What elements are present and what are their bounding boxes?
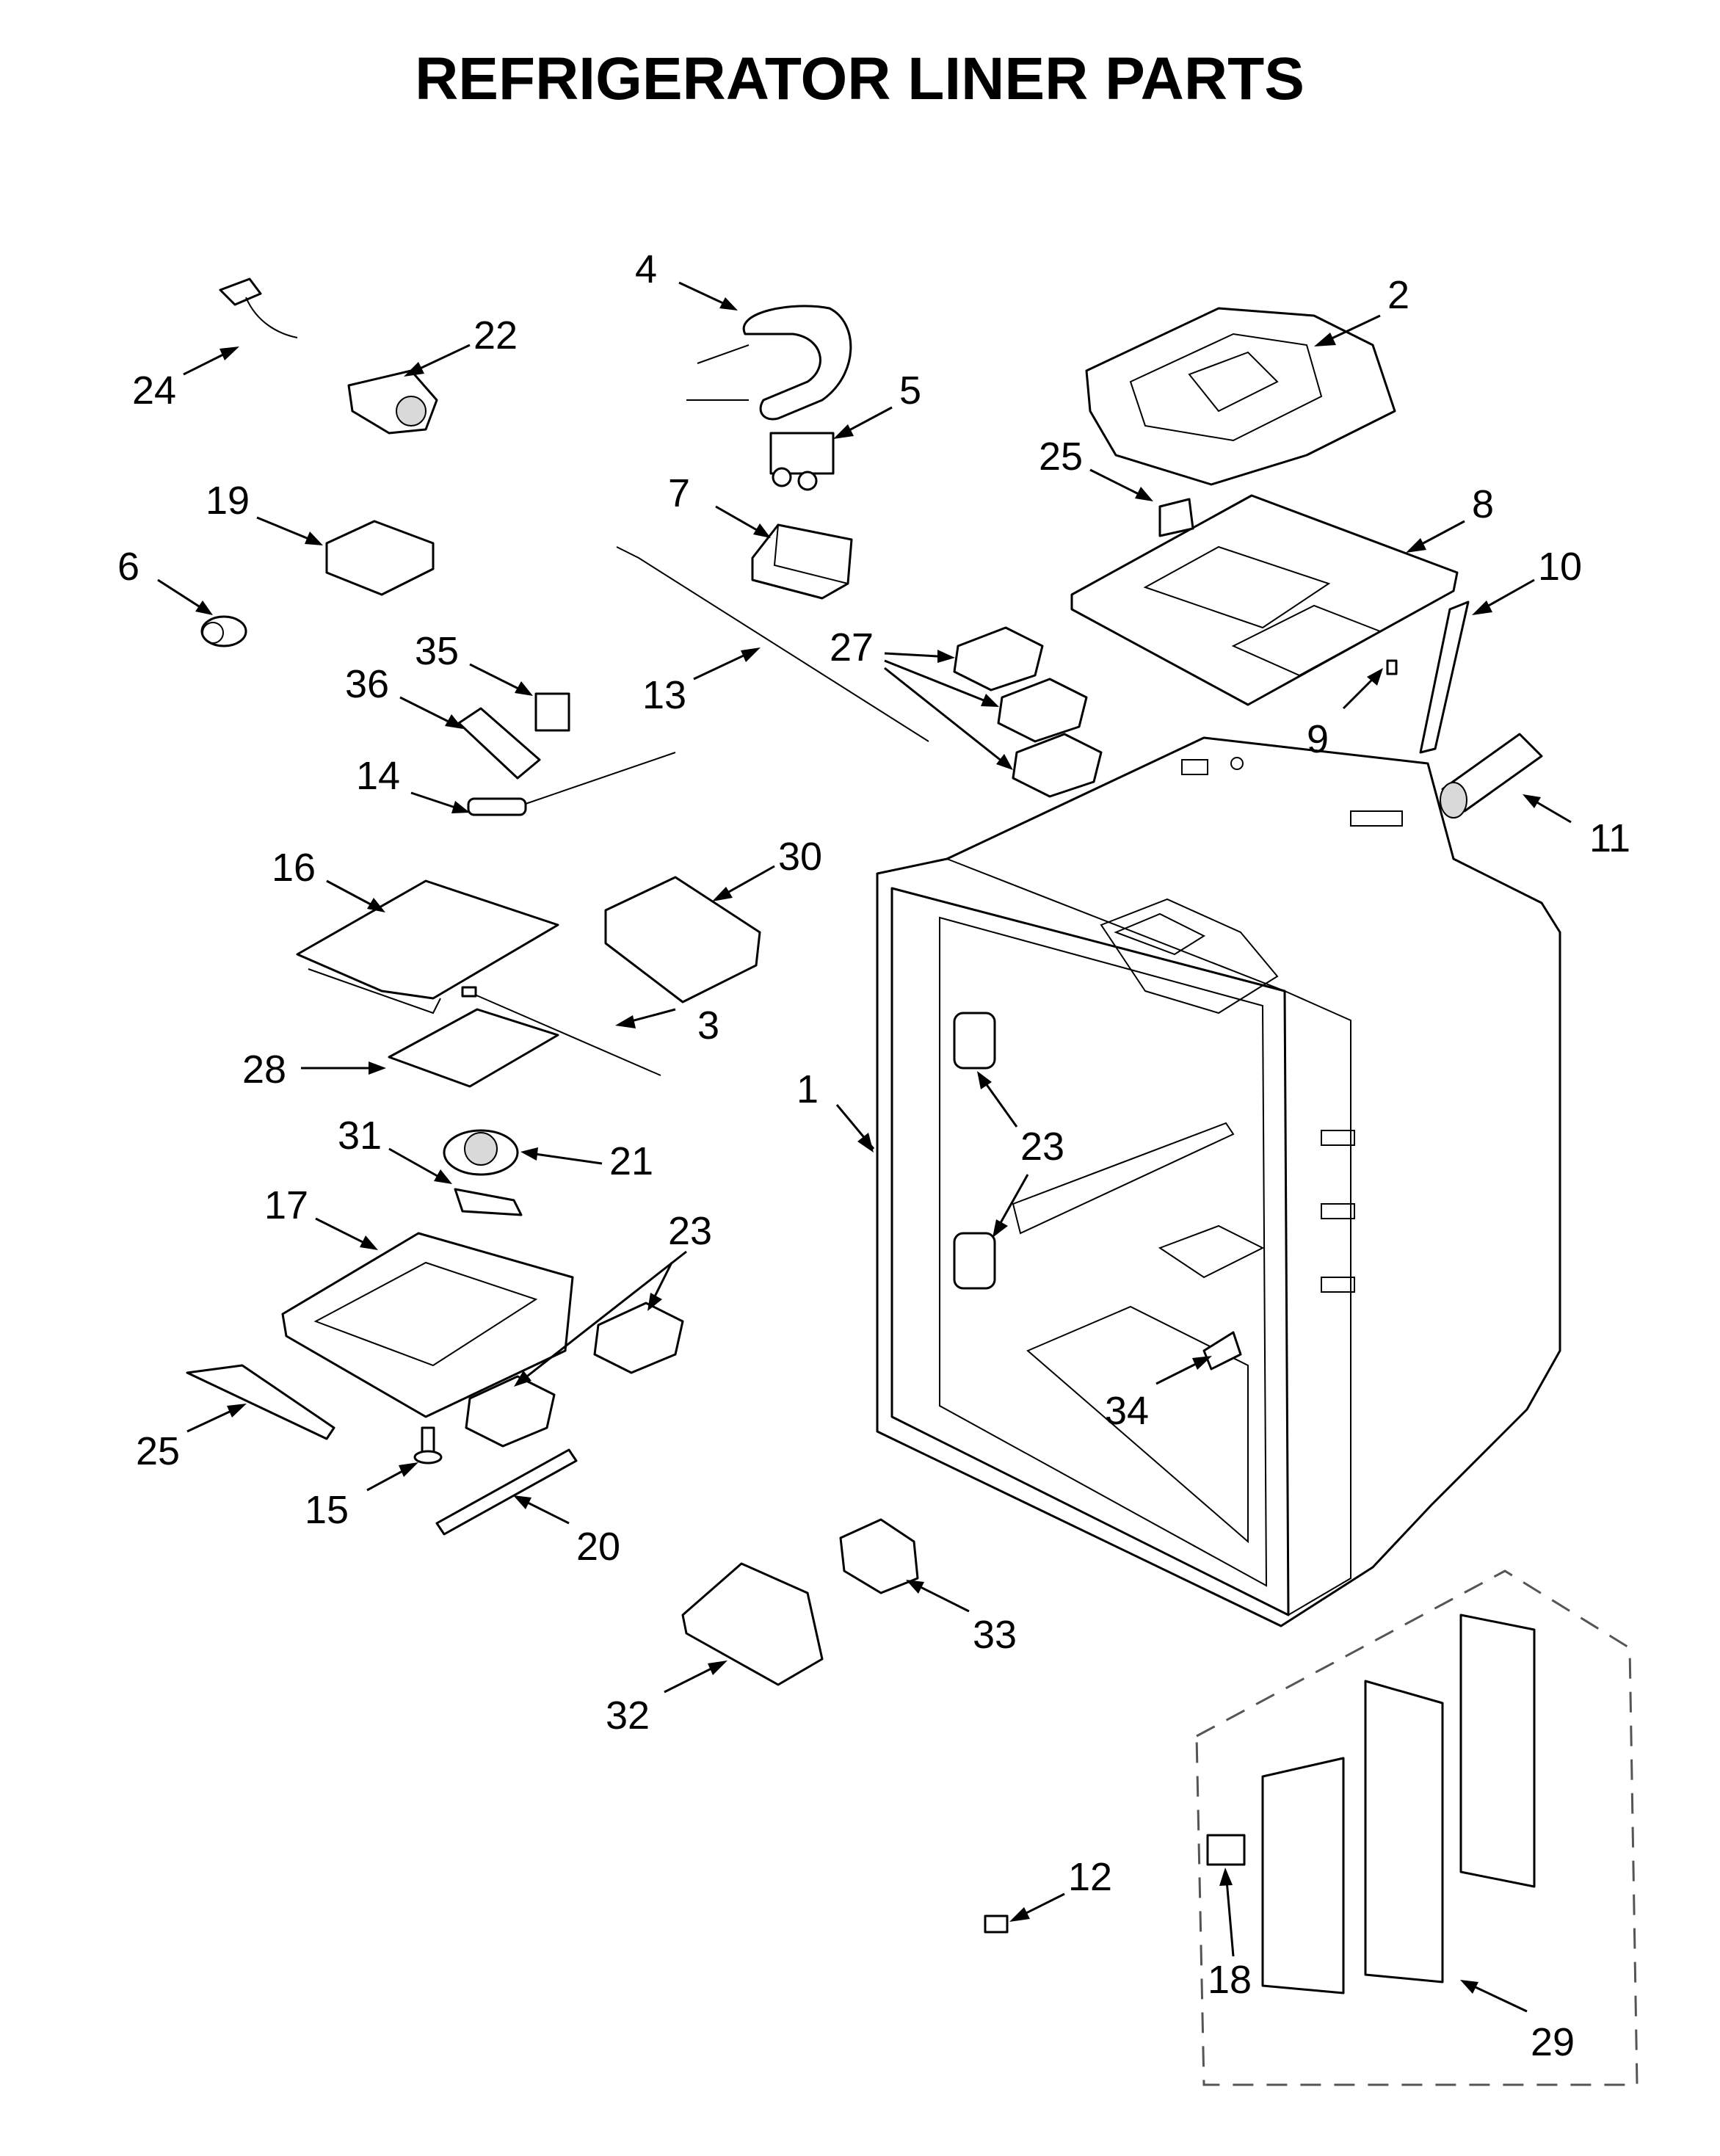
leader-27c bbox=[884, 667, 1010, 769]
part-26-block bbox=[1158, 498, 1194, 537]
part-10-bar bbox=[1419, 600, 1470, 754]
callout-17: 17 bbox=[264, 1183, 308, 1227]
callout-1: 1 bbox=[797, 1067, 819, 1111]
part-6-connector bbox=[200, 615, 247, 647]
part-9-clip bbox=[1386, 659, 1398, 675]
part-18-pad bbox=[1206, 1834, 1246, 1866]
callout-29: 29 bbox=[1531, 2020, 1575, 2064]
callout-10: 10 bbox=[1538, 545, 1582, 589]
callout-14: 14 bbox=[356, 754, 400, 798]
part-33-motor bbox=[839, 1518, 919, 1594]
part-28-board bbox=[388, 1008, 559, 1088]
callout-35: 35 bbox=[415, 629, 459, 673]
callout-23-tray: 23 bbox=[668, 1209, 712, 1253]
part-12-block bbox=[984, 1914, 1009, 1934]
leader-27b bbox=[884, 659, 995, 706]
leader-18 bbox=[1224, 1871, 1235, 1957]
callout-layer: 1 2 3 4 5 6 7 8 9 10 11 12 bbox=[117, 247, 1630, 2064]
callout-3: 3 bbox=[697, 1003, 719, 1048]
part-1-liner bbox=[876, 736, 1561, 1627]
callout-36: 36 bbox=[345, 662, 389, 706]
part-34-bracket bbox=[1202, 1331, 1242, 1371]
leader-23c bbox=[517, 1250, 687, 1385]
callout-8: 8 bbox=[1472, 482, 1494, 526]
callout-33: 33 bbox=[973, 1613, 1017, 1657]
callout-7: 7 bbox=[668, 471, 690, 515]
callout-2: 2 bbox=[1387, 273, 1409, 317]
callout-21: 21 bbox=[609, 1139, 653, 1183]
callout-28: 28 bbox=[242, 1048, 286, 1092]
callout-26: 25 bbox=[1039, 435, 1083, 479]
callout-13: 13 bbox=[642, 673, 686, 717]
part-7-housing bbox=[751, 523, 853, 600]
callout-32: 32 bbox=[606, 1694, 650, 1738]
diagram-title: REFRIGERATOR LINER PARTS bbox=[415, 46, 1304, 112]
callout-12: 12 bbox=[1068, 1855, 1112, 1899]
part-14-sensor bbox=[467, 752, 676, 816]
part-29-dispenser-group bbox=[1195, 1569, 1639, 2086]
part-19-bracket bbox=[325, 520, 435, 596]
part-24-hose bbox=[219, 277, 298, 338]
callout-4: 4 bbox=[635, 247, 657, 291]
part-13-rod bbox=[616, 546, 929, 742]
part-27-lights bbox=[953, 626, 1103, 798]
part-4-tube bbox=[686, 305, 852, 421]
part-30-enclosure bbox=[604, 876, 761, 1003]
part-20-strip bbox=[435, 1448, 578, 1536]
callout-11: 11 bbox=[1589, 816, 1630, 860]
callout-6: 6 bbox=[117, 545, 139, 589]
part-22-fitting bbox=[347, 369, 438, 435]
callout-19: 19 bbox=[206, 479, 250, 523]
part-15-screw bbox=[413, 1426, 443, 1464]
part-35-gasket bbox=[534, 692, 570, 732]
part-21-fan bbox=[443, 1129, 519, 1176]
part-2-duct bbox=[1085, 307, 1396, 486]
part-23-lights bbox=[465, 1012, 996, 1448]
callout-34: 34 bbox=[1105, 1389, 1149, 1433]
part-11-filter bbox=[1440, 733, 1543, 819]
callout-15: 15 bbox=[305, 1488, 349, 1532]
callout-9: 9 bbox=[1307, 717, 1329, 761]
callout-24: 24 bbox=[132, 369, 176, 413]
part-5-valve bbox=[769, 432, 835, 491]
part-36-frame bbox=[457, 707, 541, 780]
part-31-bracket bbox=[454, 1188, 523, 1216]
callout-18: 18 bbox=[1208, 1958, 1252, 2002]
callout-27: 27 bbox=[830, 625, 874, 669]
callout-16: 16 bbox=[272, 846, 316, 890]
callout-25: 25 bbox=[136, 1429, 180, 1473]
callout-30: 30 bbox=[778, 835, 822, 879]
callout-20: 20 bbox=[576, 1525, 620, 1569]
leader-21 bbox=[524, 1151, 603, 1165]
part-17-tray bbox=[281, 1232, 574, 1418]
part-32-bin bbox=[681, 1562, 824, 1686]
part-16-control-board bbox=[296, 879, 559, 1015]
callout-31: 31 bbox=[338, 1114, 382, 1158]
callout-23-liner: 23 bbox=[1020, 1125, 1064, 1169]
part-3-harness bbox=[461, 986, 661, 1076]
part-25-strip bbox=[186, 1364, 335, 1440]
callout-5: 5 bbox=[899, 369, 921, 413]
part-8-cover bbox=[1070, 494, 1459, 706]
callout-22: 22 bbox=[473, 313, 518, 357]
